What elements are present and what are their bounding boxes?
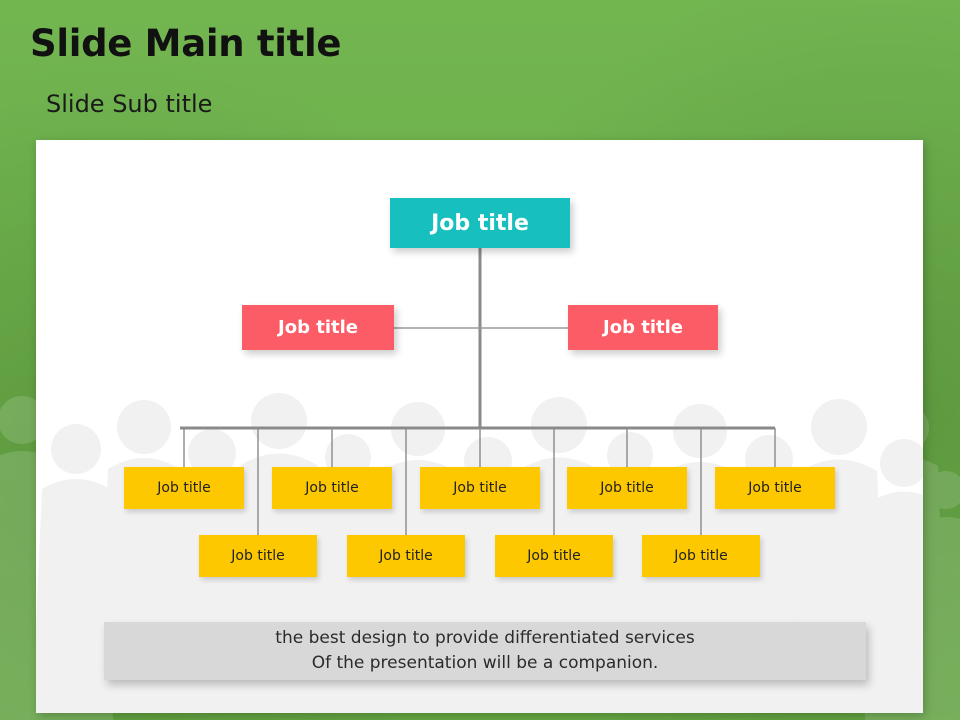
slide-main-title: Slide Main title [30,22,342,65]
org-node-leaf-r1-5[interactable]: Job title [715,467,835,509]
org-chart: Job title Job title Job title Job title … [36,140,923,713]
org-node-leaf-r2-3[interactable]: Job title [495,535,613,577]
org-node-label: Job title [748,480,802,496]
org-node-label: Job title [600,480,654,496]
content-panel: Job title Job title Job title Job title … [36,140,923,713]
org-node-leaf-r2-4[interactable]: Job title [642,535,760,577]
org-node-label: Job title [453,480,507,496]
org-node-label: Job title [305,480,359,496]
org-node-label: Job title [278,317,358,338]
org-node-label: Job title [674,548,728,564]
caption-line-1: the best design to provide differentiate… [275,628,695,648]
org-node-label: Job title [431,210,529,236]
org-node-label: Job title [157,480,211,496]
caption-box: the best design to provide differentiate… [104,622,866,680]
org-node-leaf-r1-3[interactable]: Job title [420,467,540,509]
org-node-leaf-r1-4[interactable]: Job title [567,467,687,509]
org-node-root[interactable]: Job title [390,198,570,248]
org-node-leaf-r2-2[interactable]: Job title [347,535,465,577]
org-node-label: Job title [527,548,581,564]
org-node-leaf-r1-1[interactable]: Job title [124,467,244,509]
org-node-mid-right[interactable]: Job title [568,305,718,350]
caption-line-2: Of the presentation will be a companion. [311,653,659,673]
org-node-leaf-r1-2[interactable]: Job title [272,467,392,509]
org-node-label: Job title [231,548,285,564]
org-node-label: Job title [603,317,683,338]
org-node-mid-left[interactable]: Job title [242,305,394,350]
org-node-leaf-r2-1[interactable]: Job title [199,535,317,577]
slide-sub-title: Slide Sub title [46,90,213,118]
org-node-label: Job title [379,548,433,564]
